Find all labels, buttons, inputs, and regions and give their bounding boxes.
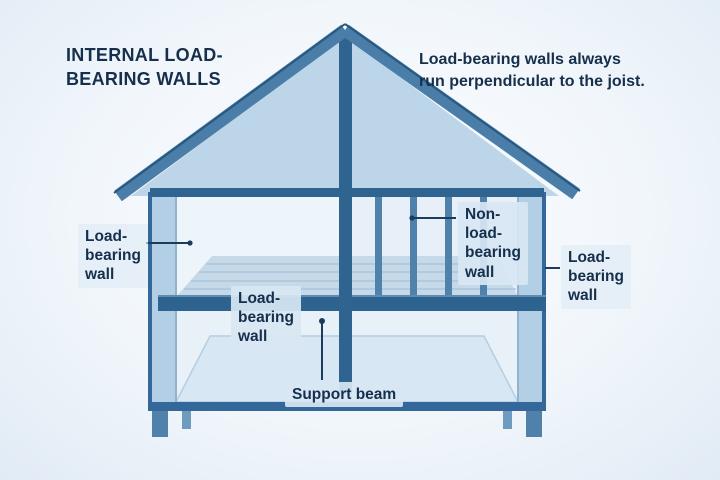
house-leg	[182, 411, 191, 429]
label-non-load-bearing-wall: Non- load- bearing wall	[458, 202, 528, 285]
roof-left-slope	[114, 24, 349, 202]
label-right-load-bearing-wall: Load- bearing wall	[561, 245, 631, 309]
support-beam-post	[339, 34, 352, 394]
roof-right-slope	[341, 24, 580, 200]
label-left-load-bearing-wall: Load- bearing wall	[78, 224, 148, 288]
label-mid-load-bearing-wall: Load- bearing wall	[231, 286, 301, 350]
house-leg	[152, 411, 168, 437]
joist-note: Load-bearing walls always run perpendicu…	[419, 51, 645, 91]
diagram-title: INTERNAL LOAD- BEARING WALLS	[66, 45, 223, 89]
house-leg	[503, 411, 512, 429]
roof-right-outline	[344, 23, 581, 192]
left-wall-callout-dot	[187, 240, 193, 246]
stud	[375, 197, 382, 298]
label-support-beam: Support beam	[285, 382, 404, 408]
stud	[410, 197, 417, 298]
nlb-callout-dot	[409, 215, 415, 221]
roof-left-outline	[113, 23, 346, 194]
support-beam-callout-dot	[319, 318, 325, 324]
left-wall-edge	[148, 192, 152, 411]
house-leg	[526, 411, 542, 437]
stud	[445, 197, 452, 298]
